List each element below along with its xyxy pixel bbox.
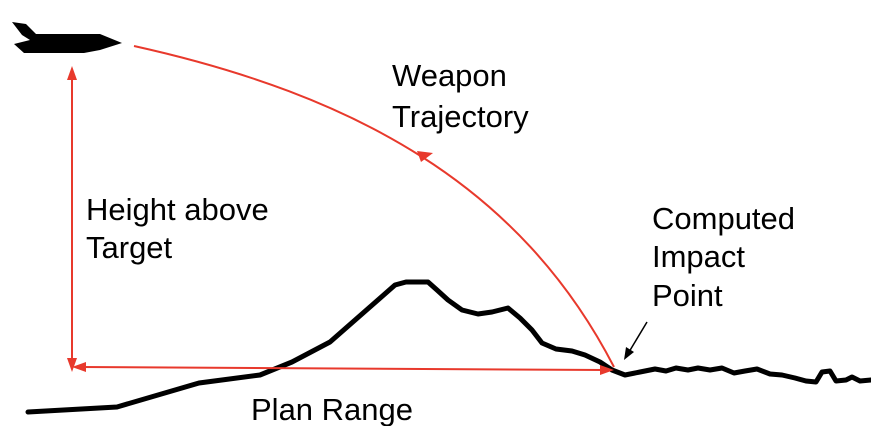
impact-pointer-arrow bbox=[624, 322, 647, 360]
trajectory-direction-arrowhead bbox=[417, 151, 433, 162]
impact-label-line1: Computed bbox=[652, 201, 795, 236]
aircraft-icon bbox=[12, 22, 122, 53]
plan-range-label: Plan Range bbox=[251, 392, 413, 426]
trajectory-label-line2: Trajectory bbox=[392, 99, 529, 134]
impact-label-line3: Point bbox=[652, 278, 723, 313]
impact-label-line2: Impact bbox=[652, 239, 745, 274]
height-label-line2: Target bbox=[86, 230, 173, 265]
height-label-line1: Height above bbox=[86, 192, 269, 227]
plan-range-dimension-arrow bbox=[72, 362, 614, 375]
trajectory-label-line1: Weapon bbox=[392, 58, 507, 93]
height-dimension-arrow bbox=[67, 66, 77, 372]
terrain-profile bbox=[28, 282, 871, 412]
